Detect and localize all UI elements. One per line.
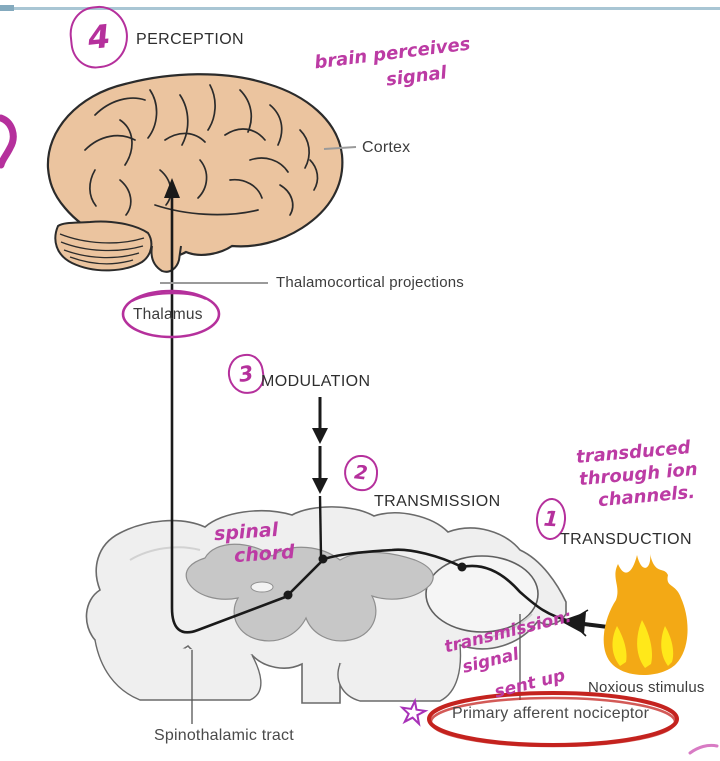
synapse-dot bbox=[283, 590, 293, 600]
step-number: 2 bbox=[353, 461, 369, 485]
pink-stray-mark-bottom-right bbox=[688, 743, 719, 755]
thalamus-label: Thalamus bbox=[133, 306, 203, 323]
pink-stray-mark-left bbox=[0, 114, 17, 169]
modulation-arrow bbox=[312, 397, 328, 557]
modulation-label: MODULATION bbox=[261, 373, 371, 390]
top-rule bbox=[0, 7, 720, 10]
transmission-label: TRANSMISSION bbox=[374, 493, 501, 510]
synapse-dot bbox=[457, 562, 467, 572]
step-number: 1 bbox=[542, 506, 560, 532]
transduction-label: TRANSDUCTION bbox=[560, 531, 692, 548]
spinothalamic-label: Spinothalamic tract bbox=[154, 727, 294, 744]
synapse-dot bbox=[318, 554, 328, 564]
step-number: 4 bbox=[85, 16, 113, 58]
thalamocortical-label: Thalamocortical projections bbox=[276, 274, 464, 291]
noxious-stimulus-label: Noxious stimulus bbox=[588, 679, 705, 696]
spinal-cord-illustration bbox=[85, 506, 567, 704]
perception-label: PERCEPTION bbox=[136, 31, 245, 48]
ascending-pathway-line bbox=[164, 178, 289, 634]
thalamus-circle-annotation bbox=[121, 289, 221, 339]
top-rule-left-cap bbox=[0, 5, 14, 11]
cortex-pointer-line bbox=[323, 146, 357, 150]
nociceptor-red-ellipse-annotation bbox=[427, 691, 679, 748]
handwritten-cord-note-line2: chord bbox=[233, 540, 296, 568]
brain-illustration bbox=[46, 73, 344, 273]
step-number: 3 bbox=[237, 361, 255, 387]
primary-afferent-label: Primary afferent nociceptor bbox=[452, 705, 650, 722]
cortex-label: Cortex bbox=[362, 139, 411, 156]
noxious-stimulus-flame-icon bbox=[603, 554, 688, 676]
star-icon: ☆ bbox=[395, 692, 431, 734]
handwritten-cord-note-line1: spinal bbox=[213, 518, 279, 546]
